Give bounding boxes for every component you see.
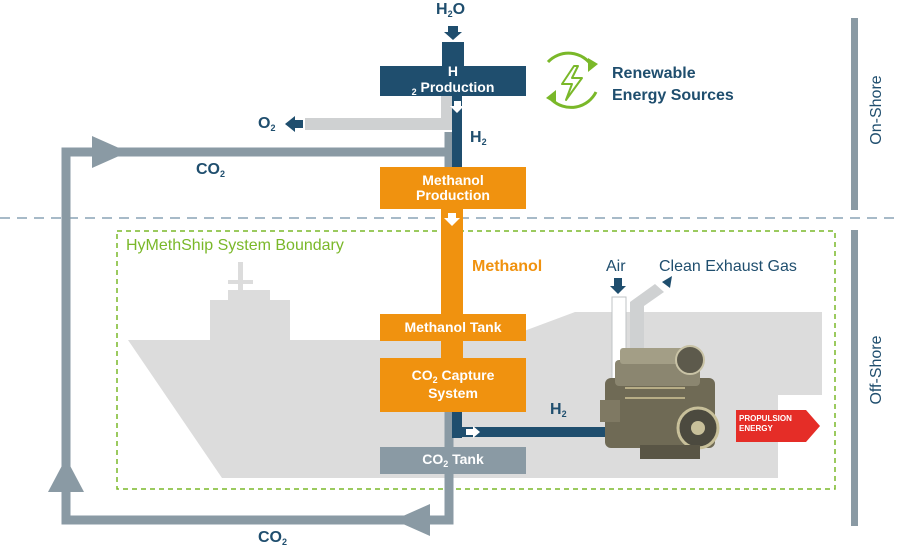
o2-outlet-pipe [305,118,453,130]
renewable-energy-icon [546,51,598,109]
offshore-bar [851,230,858,526]
o2-outlet-riser [441,96,453,130]
system-boundary-title: HyMethShip System Boundary [126,237,344,254]
engine-illustration [600,345,720,459]
o2-label: O2 [258,115,276,133]
offshore-label: Off-Shore [868,335,885,405]
h2-line-arrow [450,101,464,113]
ship-bridge [210,300,290,342]
o2-arrow [285,116,303,132]
methanol-production-box: Methanol Production [380,167,526,209]
methanol-label: Methanol [472,258,543,275]
co2-arrow-top [92,136,128,168]
renewable-label: Renewable Energy Sources [612,65,734,105]
h2o-inlet-pipe [442,42,464,72]
clean-exhaust-label: Clean Exhaust Gas [659,258,797,275]
ship-mast-bar [228,280,253,284]
h2o-arrow [444,26,462,40]
ship-bridge-top [228,290,270,302]
onshore-label: On-Shore [868,75,885,145]
air-arrow [610,278,626,294]
h2-line-down [452,96,462,168]
co2-arrow-bottom [394,504,430,536]
h2-engine-riser [452,412,462,438]
onshore-bar [851,18,858,210]
air-label: Air [606,258,626,275]
co2-bottom-label: CO2 [258,529,288,547]
system-boundary [116,230,836,490]
co2-top-label: CO2 [196,161,226,179]
methanol-arrow [444,213,460,226]
h2-engine-label: H2 [550,401,567,419]
exhaust-arrow [662,276,672,288]
co2-arrow-left [48,458,84,492]
co2-capture-box: CO2 Capture System [380,358,526,412]
propulsion-energy-label: PROPULSION ENERGY [739,414,792,433]
methanol-pipe-2 [441,340,463,360]
propulsion-arrow [736,410,820,442]
methanol-tank-box: Methanol Tank [380,314,526,341]
co2-tank-box: CO2 Tank [380,447,526,474]
h2-engine-pipe [452,427,620,437]
h2-line-label: H2 [470,129,487,147]
h2o-label: H2O [436,1,466,19]
h2-engine-arrow [466,426,480,438]
ship-mast [238,262,243,292]
methanol-pipe [441,208,463,314]
